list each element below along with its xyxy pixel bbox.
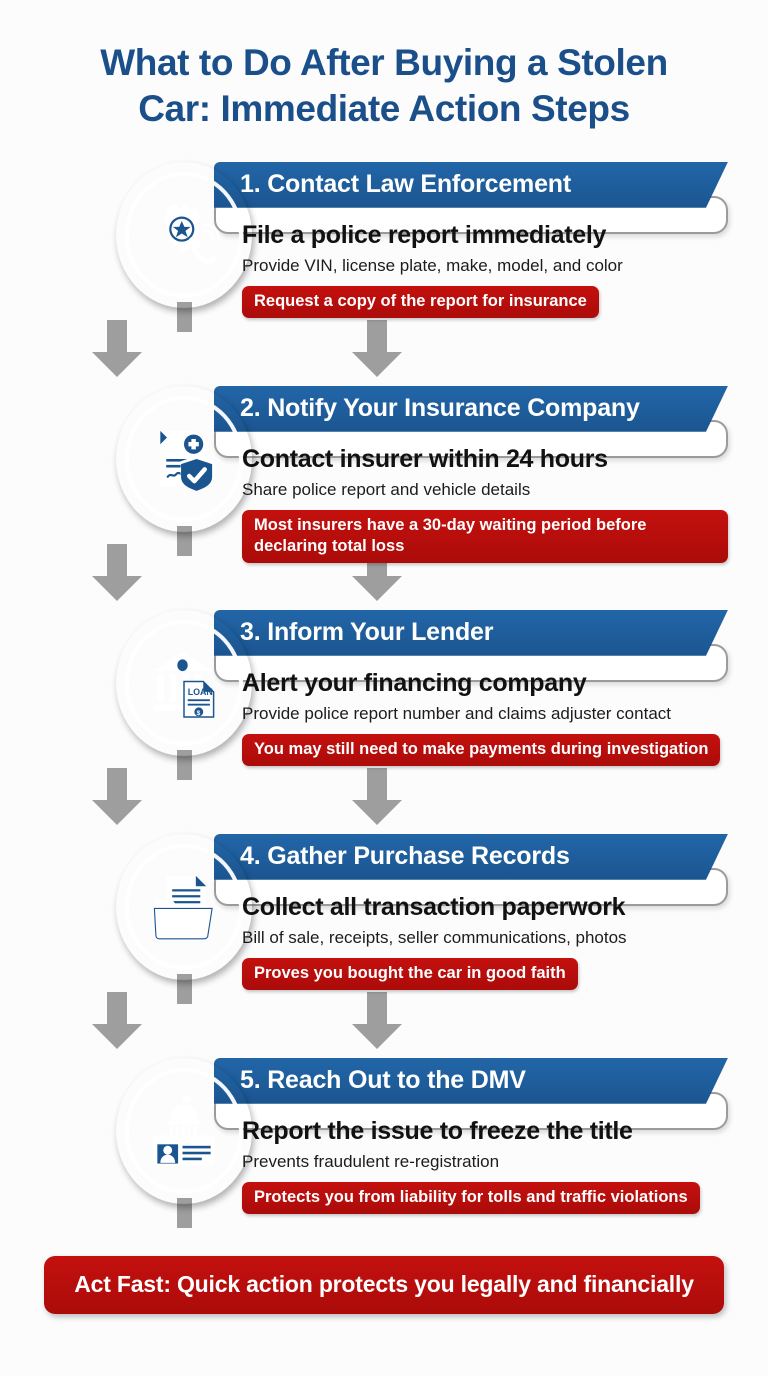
page-title: What to Do After Buying a Stolen Car: Im…	[0, 0, 768, 132]
step-3-subline: Provide police report number and claims …	[242, 704, 671, 724]
insurance-document-shield-icon	[147, 422, 221, 496]
folder-documents-icon	[147, 870, 221, 944]
step-2-subline: Share police report and vehicle details	[242, 480, 531, 500]
bank-loan-document-icon: LOAN $	[147, 646, 221, 720]
steps-flow: 1. Contact Law Enforcement File a police…	[0, 154, 768, 1274]
step-card-4: 4. Gather Purchase Records Collect all t…	[0, 826, 768, 1050]
step-2-alert-badge: Most insurers have a 30-day waiting peri…	[242, 509, 728, 564]
step-2-content: Contact insurer within 24 hours Share po…	[214, 432, 728, 564]
capitol-id-card-icon	[147, 1094, 221, 1168]
step-5-header: 5. Reach Out to the DMV	[214, 1058, 728, 1104]
icon-ring	[125, 619, 243, 746]
step-5-headline: Report the issue to freeze the title	[242, 1116, 633, 1145]
step-1-header: 1. Contact Law Enforcement	[214, 162, 728, 208]
step-1-content: File a police report immediately Provide…	[214, 208, 728, 318]
step-1-icon-circle	[116, 162, 252, 308]
step-1-subline: Provide VIN, license plate, make, model,…	[242, 256, 623, 276]
step-4-subline: Bill of sale, receipts, seller communica…	[242, 928, 627, 948]
step-5-subline: Prevents fraudulent re-registration	[242, 1152, 500, 1172]
connector-arrow-3-right	[350, 767, 404, 826]
step-3-header: 3. Inform Your Lender	[214, 610, 728, 656]
step-2-icon-badge	[116, 386, 252, 556]
step-4-icon-badge	[116, 834, 252, 1004]
step-1-icon-badge	[116, 162, 252, 332]
step-4-header: 4. Gather Purchase Records	[214, 834, 728, 880]
step-2-headline: Contact insurer within 24 hours	[242, 444, 608, 473]
step-5-sign-post	[177, 1197, 192, 1228]
connector-arrow-1-right	[350, 319, 404, 378]
step-2-sign-post	[177, 525, 192, 556]
step-4-icon-circle	[116, 834, 252, 980]
step-card-2: 2. Notify Your Insurance Company Contact…	[0, 378, 768, 602]
step-5-icon-circle	[116, 1058, 252, 1204]
svg-text:LOAN: LOAN	[188, 687, 213, 697]
connector-arrow-4-left	[90, 991, 144, 1050]
step-3-sign-post	[177, 749, 192, 780]
icon-ring	[125, 171, 243, 298]
step-2-icon-circle	[116, 386, 252, 532]
connector-arrow-3-left	[90, 767, 144, 826]
footer-call-to-action-banner: Act Fast: Quick action protects you lega…	[44, 1256, 724, 1314]
step-card-3: 3. Inform Your Lender Alert your financi…	[0, 602, 768, 826]
page-title-line-2: Car: Immediate Action Steps	[138, 87, 630, 129]
step-5-icon-badge	[116, 1058, 252, 1228]
step-3-headline: Alert your financing company	[242, 668, 587, 697]
step-card-1: 1. Contact Law Enforcement File a police…	[0, 154, 768, 378]
connector-arrow-4-right	[350, 991, 404, 1050]
step-5-alert-badge: Protects you from liability for tolls an…	[242, 1181, 700, 1214]
connector-arrow-1-left	[90, 319, 144, 378]
connector-arrow-2-right	[350, 543, 404, 602]
police-badge-phone-icon	[147, 198, 221, 272]
icon-ring	[125, 395, 243, 522]
step-4-sign-post	[177, 973, 192, 1004]
connector-arrow-2-left	[90, 543, 144, 602]
step-5-content: Report the issue to freeze the title Pre…	[214, 1104, 728, 1214]
icon-ring	[125, 1067, 243, 1194]
step-4-alert-badge: Proves you bought the car in good faith	[242, 957, 578, 990]
step-3-alert-badge: You may still need to make payments duri…	[242, 733, 721, 766]
icon-ring	[125, 843, 243, 970]
step-4-content: Collect all transaction paperwork Bill o…	[214, 880, 728, 990]
svg-text:$: $	[197, 710, 201, 717]
step-1-sign-post	[177, 301, 192, 332]
step-4-headline: Collect all transaction paperwork	[242, 892, 626, 921]
step-3-icon-badge: LOAN $	[116, 610, 252, 780]
step-2-header: 2. Notify Your Insurance Company	[214, 386, 728, 432]
step-1-alert-badge: Request a copy of the report for insuran…	[242, 285, 599, 318]
step-card-5: 5. Reach Out to the DMV Report the issue…	[0, 1050, 768, 1274]
step-3-content: Alert your financing company Provide pol…	[214, 656, 728, 766]
step-3-icon-circle: LOAN $	[116, 610, 252, 756]
page-title-line-1: What to Do After Buying a Stolen	[100, 42, 668, 83]
step-1-headline: File a police report immediately	[242, 220, 607, 249]
